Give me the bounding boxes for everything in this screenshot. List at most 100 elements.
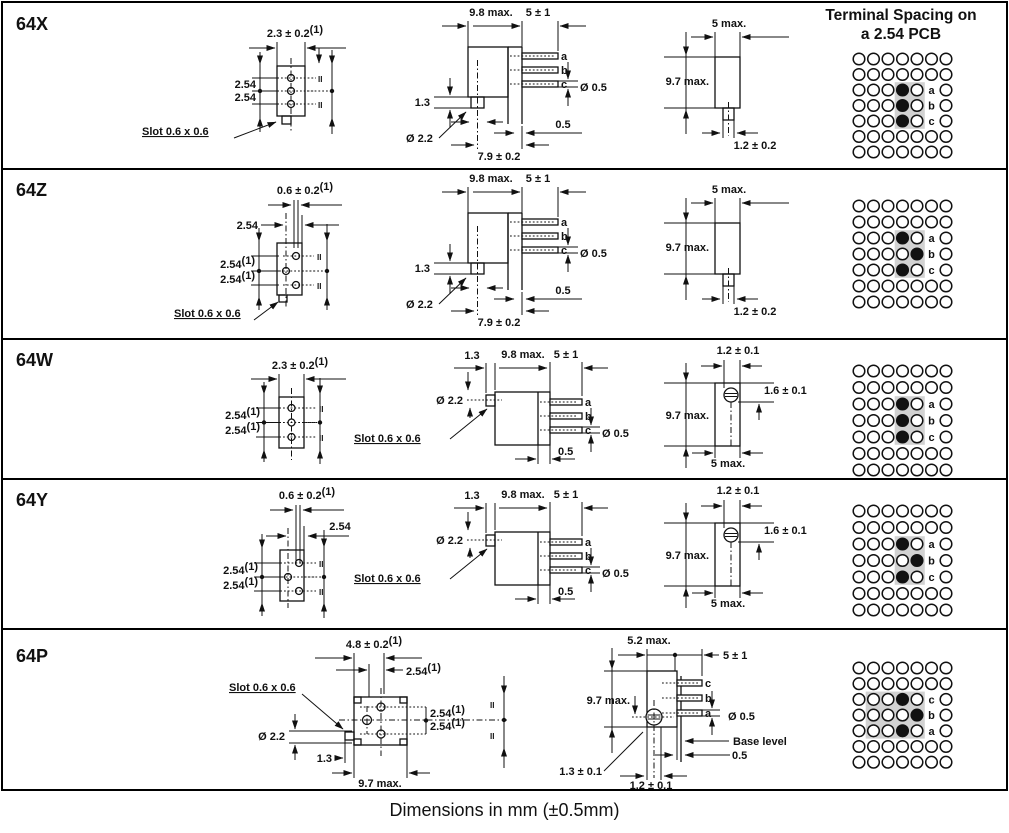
title-line1: Terminal Spacing on [825,7,977,24]
pcb-hole [924,295,939,309]
pcb-hole [939,553,953,568]
dim-screw-offset: 1.6 ± 0.1 [764,525,807,537]
model-label-64y: 64Y [16,490,49,510]
pcb-hole [910,692,924,706]
pcb-hole [924,215,939,229]
dim-screw-pos: 1.2 ± 0.1 [717,485,760,497]
terminal-hole [910,553,924,568]
dim-total: 7.9 ± 0.2 [478,317,521,329]
terminal-label: a [928,726,935,738]
dim-pin-pitch: 2.54(1) [223,561,258,577]
slot-label: Slot 0.6 x 0.6 [354,433,421,445]
slot-label: Slot 0.6 x 0.6 [142,126,209,138]
pcb-hole [910,755,924,769]
pin-a-label: a [705,708,712,720]
dim-pin-pitch: 2.54 [235,79,257,91]
model-label-64p: 64P [16,646,49,666]
pcb-hole [866,553,881,568]
pcb-hole [939,755,953,769]
dim-width: 4.8 ± 0.2(1) [346,635,403,651]
pcb-hole [939,724,953,738]
pcb-hole [852,724,866,738]
pcb-hole [852,677,866,691]
pcb-hole [939,98,953,113]
pcb-hole [852,553,866,568]
dim-shaft-offset: 1.3 [415,263,430,275]
terminal-label: c [928,265,934,277]
pcb-hole [895,52,910,66]
64z-pcb-grid: abc [852,199,953,309]
dim-gap: 0.5 [558,446,573,458]
pcb-hole [924,145,939,159]
dim-screw-offset: 1.3 ± 0.1 [559,766,602,778]
pcb-hole [924,279,939,293]
pcb-hole [939,83,953,97]
pin-a-label: a [561,51,568,63]
pcb-hole [852,430,866,444]
pcb-hole [924,755,939,769]
terminal-label: a [928,539,935,551]
terminal-hole [895,231,910,245]
row-divider [2,628,1007,630]
pcb-hole [866,364,881,378]
row-64w-drawings: II II 2.3 ± 0.2(1) 2.54(1) 2.54(1) a b c… [225,345,953,477]
dim-height: 9.7 max. [587,695,630,707]
pcb-hole [866,413,881,428]
pcb-hole [910,231,924,245]
64w-front-view: II II 2.3 ± 0.2(1) 2.54(1) 2.54(1) [225,356,346,464]
pcb-hole [881,380,895,395]
pcb-hole [866,279,881,293]
pcb-hole [939,463,953,477]
pcb-hole [910,520,924,535]
dim-pin-pitch: 2.54 [235,92,257,104]
64p-pcb-grid: cba [852,661,953,769]
pcb-hole [910,677,924,691]
pcb-hole [852,739,866,754]
pcb-hole [866,661,881,675]
terminal-label: b [928,101,935,113]
pcb-hole [852,129,866,144]
64x-side-view: a b c 9.8 max. 5 ± 1 1.3 Ø 2.2 0.5 7.9 ±… [406,7,607,163]
dim-col-offset: 2.54 [329,521,351,533]
pcb-hole [895,380,910,395]
pcb-hole [924,446,939,461]
dim-body-width: 9.8 max. [501,349,544,361]
dim-pin-length: 5 ± 1 [723,650,747,662]
pcb-hole [910,413,924,428]
pcb-hole [852,83,866,97]
terminal-label: a [928,233,935,245]
64w-end-view: 1.2 ± 0.1 1.6 ± 0.1 9.7 max. 5 max. [664,345,807,470]
pcb-hole [895,553,910,568]
parallel-mark: II [319,405,323,414]
pcb-hole [939,537,953,551]
pcb-hole [895,199,910,213]
dim-pin-length: 5 ± 1 [526,7,550,19]
pin-b-label: b [705,693,712,705]
row-divider [2,338,1007,340]
pcb-hole [881,430,895,444]
dim-pin-pitch: 2.54(1) [220,255,255,271]
dim-body-width: 5.2 max. [627,635,670,647]
row-64p-drawings: Ø 2.2 Slot 0.6 x 0.6 4.8 ± 0.2(1) 2.54(1… [229,635,953,792]
pcb-hole [939,295,953,309]
pcb-hole [910,263,924,277]
pcb-hole [881,247,895,261]
pcb-hole [881,83,895,97]
pcb-hole [852,52,866,66]
pcb-hole [881,724,895,738]
pcb-hole [910,537,924,551]
dim-pin-dia: Ø 0.5 [602,428,629,440]
pcb-hole [866,231,881,245]
pcb-hole [924,52,939,66]
64z-end-view: 5 max. 9.7 max. 1.2 ± 0.2 [664,184,789,318]
pcb-hole [895,364,910,378]
dim-col-offset: 2.54(1) [406,662,441,678]
dim-body-width: 9.8 max. [469,173,512,185]
dim-offset: 0.6 ± 0.2(1) [277,181,334,197]
terminal-hole [895,692,910,706]
dim-depth: 5 max. [711,598,745,610]
model-label-64w: 64W [16,350,54,370]
pcb-hole [852,98,866,113]
pcb-hole [939,114,953,128]
pcb-hole [924,677,939,691]
